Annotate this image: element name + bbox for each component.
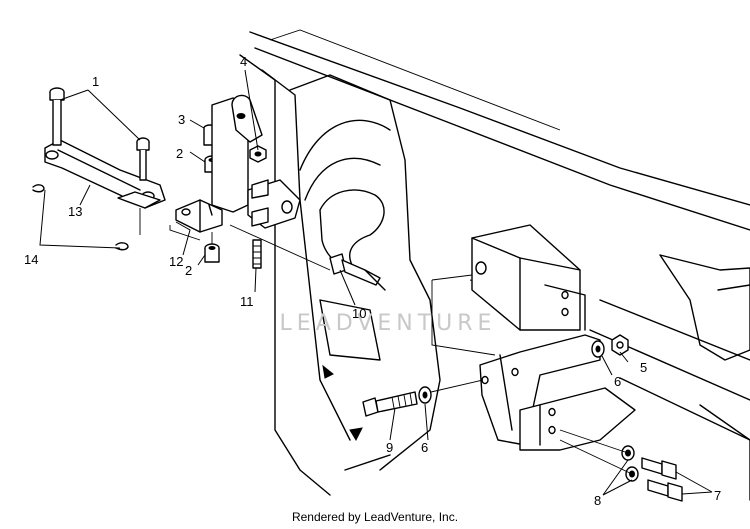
bolt	[647, 479, 683, 502]
washer	[591, 340, 605, 358]
callout-11: 11	[240, 294, 254, 309]
callout-3: 3	[178, 112, 185, 127]
watermark-text: LEADVENTURE	[280, 311, 497, 336]
callout-6: 6	[614, 374, 621, 389]
right-hardware	[559, 334, 683, 502]
bolt	[329, 253, 386, 291]
callouts: 1 2 2 3 4 5 6 6 7 8 9 10 11 12 13 14	[24, 54, 721, 508]
callout-1: 1	[92, 74, 99, 89]
mounting-block	[471, 224, 586, 331]
hinge-bracket	[169, 94, 386, 291]
washer	[418, 386, 432, 404]
strap-assembly	[32, 87, 166, 251]
bolt	[641, 457, 677, 480]
callout-4: 4	[240, 54, 247, 69]
callout-10: 10	[352, 306, 366, 321]
callout-2: 2	[176, 146, 183, 161]
callout-12: 12	[169, 254, 183, 269]
bushing	[204, 243, 220, 263]
callout-9: 9	[386, 440, 393, 455]
callout-5: 5	[640, 360, 647, 375]
callout-6: 6	[421, 440, 428, 455]
callout-7: 7	[714, 488, 721, 503]
leader-lines	[39, 69, 713, 496]
lower-bracket	[431, 274, 636, 451]
hex-nut	[249, 145, 267, 163]
callout-13: 13	[68, 204, 82, 219]
bolt	[362, 391, 418, 417]
clevis-pin	[136, 137, 150, 181]
set-screw	[252, 239, 262, 269]
clevis-pin	[49, 87, 65, 146]
hex-nut	[611, 334, 629, 356]
callout-14: 14	[24, 252, 38, 267]
callout-8: 8	[594, 493, 601, 508]
footer-credit: Rendered by LeadVenture, Inc.	[291, 510, 459, 524]
callout-2: 2	[185, 263, 192, 278]
bolt-assembly	[362, 379, 484, 417]
hair-pin-clip	[115, 242, 129, 251]
hair-pin-clip	[32, 184, 45, 193]
